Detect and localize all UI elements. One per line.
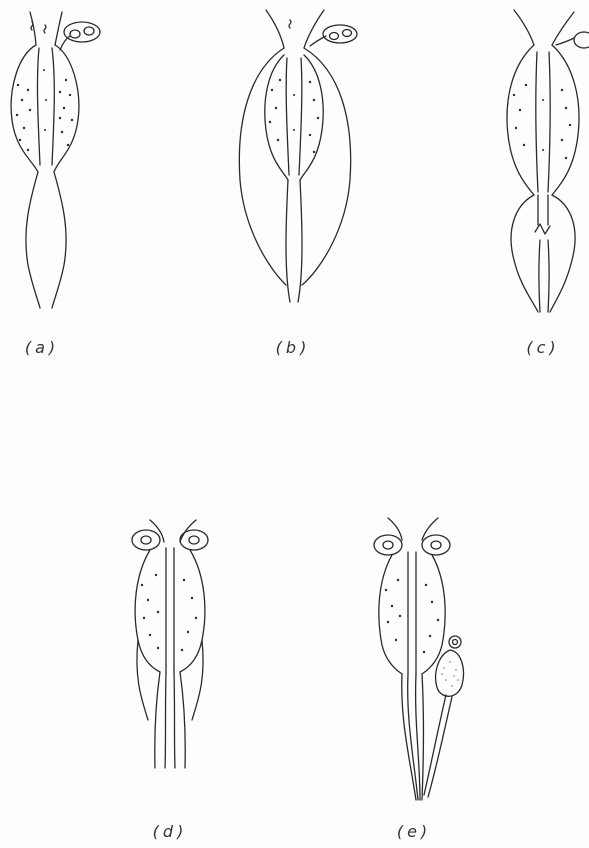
figure-b-drawing (239, 10, 357, 302)
caption-a: (a) (12, 338, 72, 357)
figure-c-drawing (507, 10, 589, 312)
figure-a-drawing (11, 12, 100, 308)
caption-d: (d) (140, 822, 200, 841)
figure-d-drawing (132, 520, 208, 768)
caption-e: (e) (384, 822, 444, 841)
caption-c: (c) (513, 338, 573, 357)
figure-e-drawing (374, 518, 464, 800)
caption-b: (b) (263, 338, 323, 357)
